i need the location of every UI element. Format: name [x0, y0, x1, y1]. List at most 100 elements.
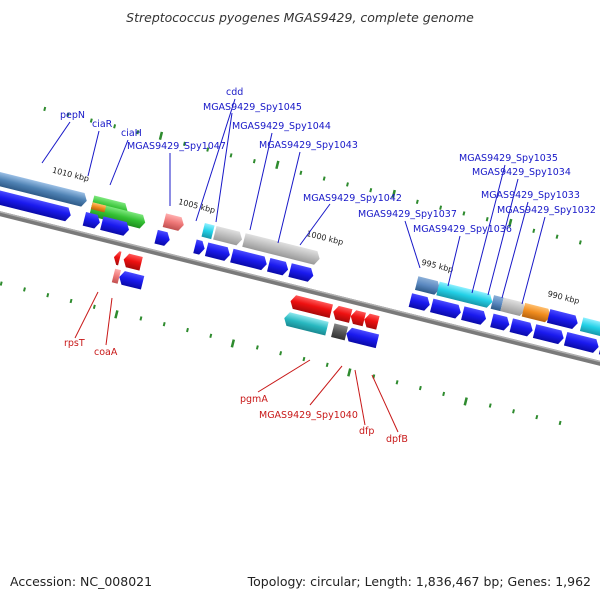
outer-ticks	[43, 106, 582, 245]
tick-mark	[139, 316, 143, 321]
label-spy1047: MGAS9429_Spy1047	[127, 141, 226, 152]
tick-mark	[418, 385, 422, 391]
leader-pepN	[41, 121, 71, 164]
label-pgmA: pgmA	[240, 394, 268, 405]
gene-spy1047-arrow	[162, 213, 184, 231]
tick-mark	[0, 281, 3, 286]
forward-strand-colored	[0, 169, 600, 341]
gene-spy1032-arrow	[546, 309, 578, 330]
tick-mark	[578, 240, 582, 245]
gene-blue-arrow	[267, 257, 289, 276]
tick-mark	[23, 287, 26, 292]
tick-mark-major	[463, 397, 468, 406]
gene-rpsT-arrow	[113, 251, 122, 266]
tick-mark	[66, 112, 70, 117]
gene-blue-arrow	[532, 324, 564, 345]
tick-mark-major	[347, 368, 352, 377]
leader-spy1042	[299, 203, 331, 246]
tick-mark	[183, 141, 186, 146]
label-dfp: dfp	[359, 426, 374, 437]
label-spy1037: MGAS9429_Spy1037	[358, 209, 457, 220]
tick-mark	[325, 362, 329, 368]
tick-mark	[113, 124, 117, 129]
label-spy1036: MGAS9429_Spy1036	[413, 224, 512, 235]
tick-mark	[279, 351, 283, 356]
gene-spy1037-arrow	[414, 276, 440, 295]
label-spy1043: MGAS9429_Spy1043	[259, 140, 358, 151]
leader-spy1034	[487, 178, 519, 296]
leader-spy1037	[404, 220, 421, 269]
footer-summary: Topology: circular; Length: 1,836,467 bp…	[247, 574, 591, 589]
gene-blue-arrow	[100, 216, 129, 236]
inner-ticks	[0, 281, 562, 426]
gene-red-arrow	[333, 305, 353, 323]
label-spy1034: MGAS9429_Spy1034	[472, 167, 571, 178]
tick-mark-major	[275, 160, 280, 170]
tick-mark	[555, 234, 559, 239]
label-spy1045: MGAS9429_Spy1045	[203, 102, 302, 113]
tick-label-995: 995 kbp	[420, 258, 454, 275]
leader-spy1033	[501, 201, 529, 299]
gene-blue-arrow	[490, 313, 510, 331]
label-ciaH: ciaH	[121, 128, 142, 139]
label-spy1044: MGAS9429_Spy1044	[232, 121, 331, 132]
gene-blue-arrow	[430, 298, 461, 319]
label-cdd: cdd	[226, 87, 243, 98]
gene-spy1045-arrow	[213, 225, 243, 246]
gene-spy1036-arrow	[436, 281, 493, 308]
leader-spy1040	[309, 365, 343, 406]
gene-spy1033-arrow	[521, 302, 551, 323]
label-spy1035: MGAS9429_Spy1035	[459, 153, 558, 164]
gene-blue-arrow	[461, 306, 487, 325]
gene-blue-arrow	[563, 331, 599, 353]
gene-coaA-arrow	[123, 253, 143, 271]
leader-pgmA	[257, 359, 311, 393]
map-title: Streptococcus pyogenes MGAS9429, complet…	[126, 10, 474, 25]
label-spy1032: MGAS9429_Spy1032	[497, 205, 596, 216]
backbone-highlight	[0, 203, 600, 370]
gene-blue-arrow	[0, 186, 71, 222]
gene-blue-arrow	[408, 293, 430, 311]
leader-rpsT	[74, 291, 99, 339]
tick-mark	[485, 217, 489, 222]
tick-label-1010: 1010 kbp	[51, 166, 90, 184]
tick-mark	[302, 356, 306, 362]
label-spy1042: MGAS9429_Spy1042	[303, 193, 402, 204]
gene-blue-arrow	[204, 242, 230, 261]
gene-spy1040-arrow	[284, 312, 329, 336]
tick-mark	[488, 403, 492, 408]
tick-mark-major	[508, 218, 513, 228]
tick-label-1000: 1000 kbp	[305, 229, 344, 247]
tick-mark	[229, 153, 233, 158]
footer-accession: Accession: NC_008021	[10, 574, 152, 589]
gene-spy1044-arrow	[242, 233, 320, 265]
tick-mark	[43, 106, 47, 112]
tick-mark	[92, 304, 96, 309]
tick-mark	[462, 211, 466, 216]
gene-pgmA-arrow	[290, 295, 333, 319]
leader-coaA	[105, 297, 113, 346]
tick-mark	[415, 199, 419, 205]
gene-blue-arrow	[193, 239, 205, 255]
reverse-strand-lower	[111, 268, 380, 349]
tick-mark	[512, 409, 515, 414]
gene-pepN-arrow	[0, 169, 87, 207]
leader-ciaR	[87, 130, 100, 177]
leader-spy1044	[249, 132, 273, 231]
tick-mark	[89, 118, 93, 123]
tick-mark	[209, 333, 213, 339]
leader-ciaH	[109, 139, 129, 186]
tick-mark	[532, 228, 536, 234]
reverse-strand-upper	[113, 251, 380, 330]
label-spy1040: MGAS9429_Spy1040	[259, 410, 358, 421]
tick-mark	[136, 129, 140, 135]
leader-spy1036	[447, 235, 461, 287]
tick-mark	[206, 147, 210, 152]
label-coaA: coaA	[94, 347, 118, 358]
forward-leader-lines	[41, 98, 546, 305]
tick-mark-major	[230, 339, 236, 348]
label-rpsT: rpsT	[64, 338, 85, 349]
tick-label-990: 990 kbp	[547, 289, 581, 306]
tick-mark	[186, 327, 189, 333]
